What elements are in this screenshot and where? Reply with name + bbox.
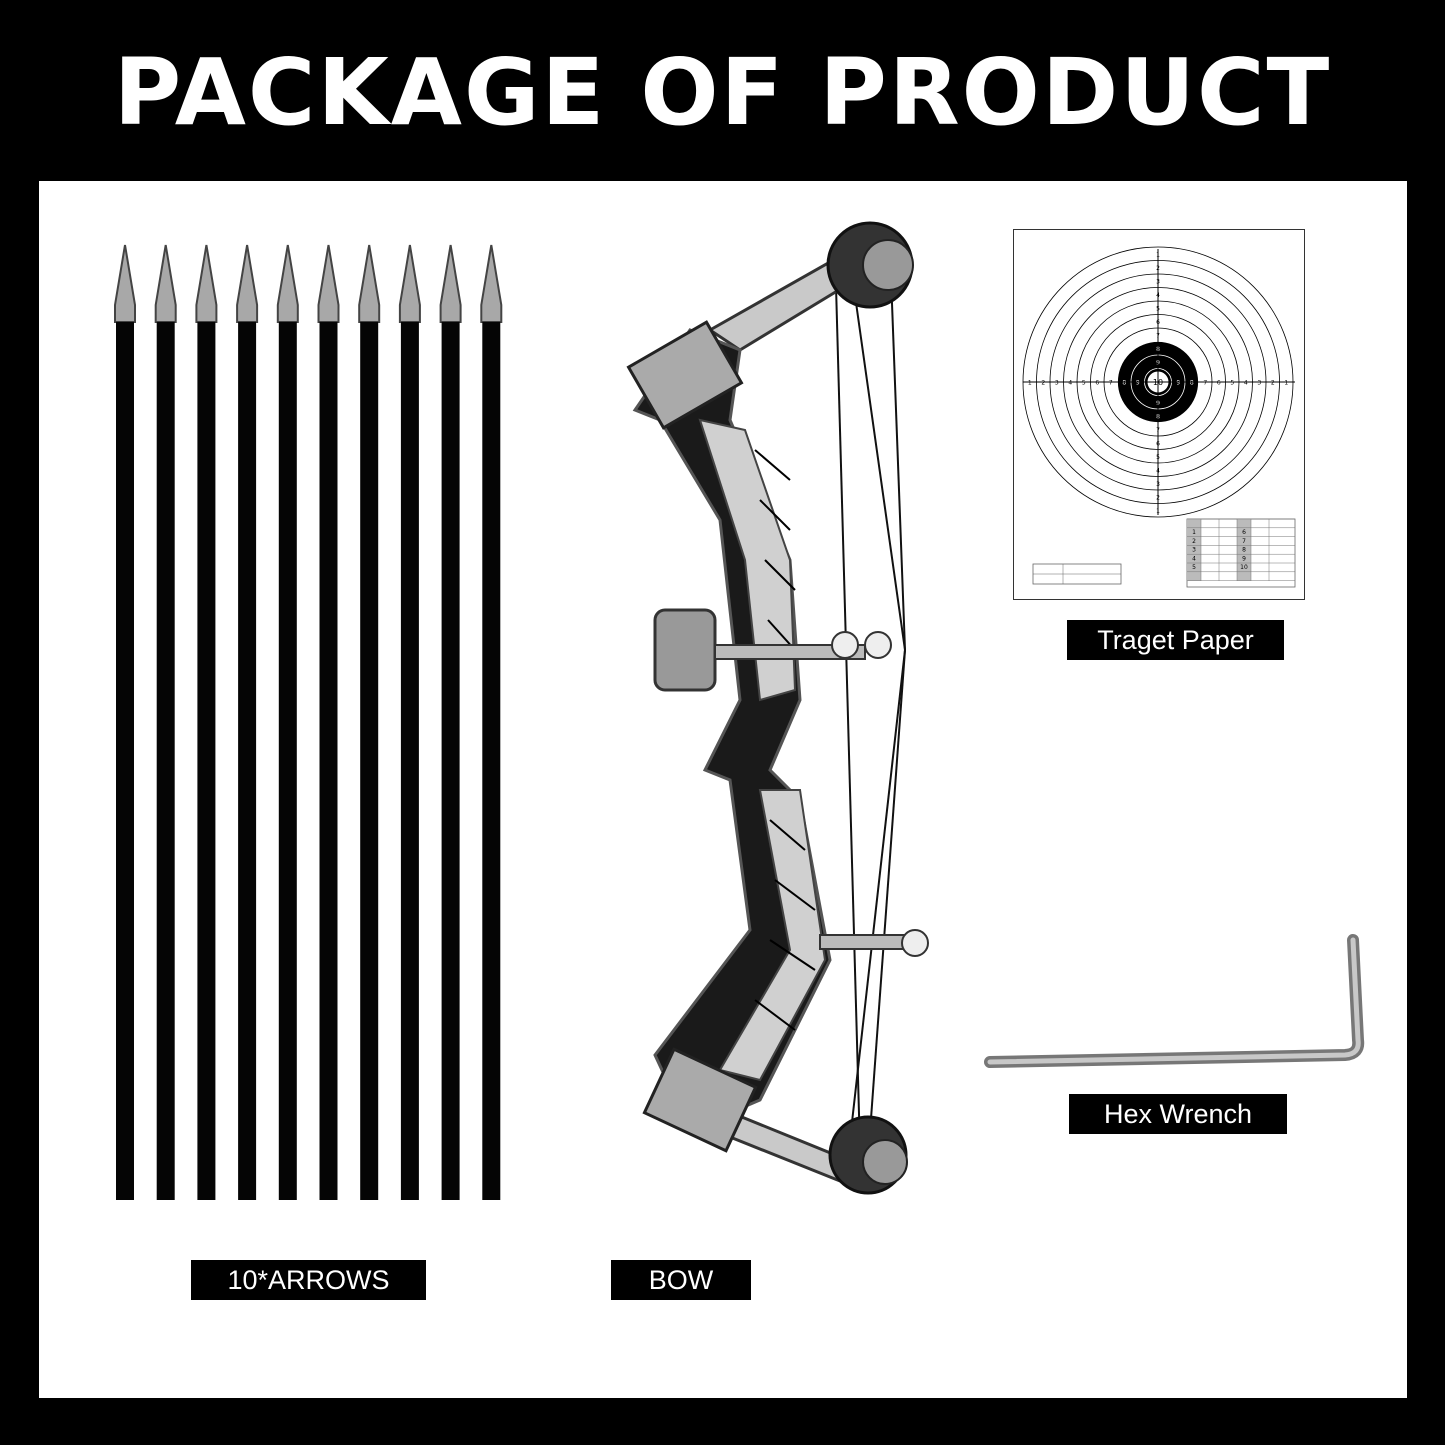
score-row-number: 1 bbox=[1192, 529, 1196, 536]
ring-number: 3 bbox=[1055, 380, 1059, 387]
ring-number: 4 bbox=[1244, 380, 1248, 387]
arrow bbox=[236, 244, 259, 1200]
arrow bbox=[358, 244, 381, 1200]
score-row-number: 6 bbox=[1242, 529, 1246, 536]
arrow bbox=[114, 244, 136, 1200]
score-row-number: 7 bbox=[1242, 538, 1246, 545]
arrows-label: 10*ARROWS bbox=[191, 1260, 426, 1300]
ring-number: 8 bbox=[1190, 380, 1194, 387]
score-row-number: 3 bbox=[1192, 547, 1196, 554]
arrow bbox=[439, 244, 462, 1200]
ring-number: 6 bbox=[1217, 380, 1221, 387]
page-title: PACKAGE OF PRODUCT bbox=[113, 39, 1332, 146]
ring-number: 1 bbox=[1028, 380, 1032, 387]
target-illustration: 10111122223333444455556666777788889999 1… bbox=[1013, 229, 1305, 600]
ring-number: 2 bbox=[1271, 380, 1275, 387]
target-paper-label: Traget Paper bbox=[1067, 620, 1284, 660]
ring-number: 7 bbox=[1109, 380, 1113, 387]
ring-number: 4 bbox=[1068, 380, 1072, 387]
ring-number: 9 bbox=[1136, 380, 1140, 387]
ring-number: 6 bbox=[1095, 380, 1099, 387]
score-row-number: 2 bbox=[1192, 538, 1196, 545]
ring-number: 2 bbox=[1041, 380, 1045, 387]
ring-number: 7 bbox=[1203, 380, 1207, 387]
bow-label: BOW bbox=[611, 1260, 751, 1300]
ring-number: 5 bbox=[1082, 380, 1086, 387]
target-paper: 10111122223333444455556666777788889999 1… bbox=[1013, 229, 1305, 600]
score-row-number: 10 bbox=[1240, 564, 1248, 571]
score-row-number: 9 bbox=[1242, 555, 1246, 562]
arrow bbox=[398, 244, 421, 1200]
score-row-number: 5 bbox=[1192, 564, 1196, 571]
arrow bbox=[195, 244, 218, 1200]
arrow bbox=[154, 244, 177, 1200]
hex-wrench-label: Hex Wrench bbox=[1069, 1094, 1287, 1134]
score-row-number: 8 bbox=[1242, 547, 1246, 554]
arrow bbox=[276, 244, 299, 1200]
score-row-number: 4 bbox=[1192, 555, 1196, 562]
ring-number: 8 bbox=[1122, 380, 1126, 387]
ring-number: 3 bbox=[1257, 380, 1261, 387]
ring-number: 5 bbox=[1230, 380, 1234, 387]
ring-number: 1 bbox=[1284, 380, 1288, 387]
arrow bbox=[480, 244, 503, 1200]
arrow bbox=[317, 244, 340, 1200]
ring-number: 9 bbox=[1176, 380, 1180, 387]
